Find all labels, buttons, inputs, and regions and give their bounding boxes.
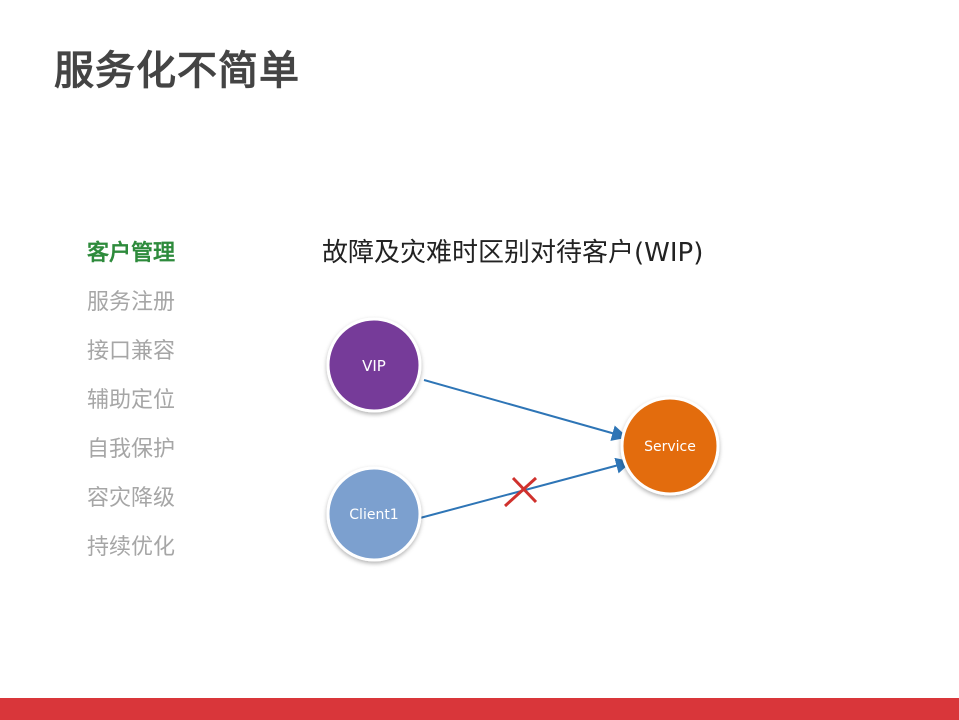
service-node — [620, 396, 720, 496]
slide-title: 服务化不简单 — [54, 48, 300, 94]
topic-item: 接口兼容 — [87, 339, 176, 364]
topic-item: 容灾降级 — [87, 486, 176, 511]
topic-item: 持续优化 — [87, 535, 176, 560]
blocked-cross-icon — [503, 476, 538, 508]
topic-item-active: 客户管理 — [87, 241, 176, 266]
footer-bar — [0, 698, 959, 720]
topic-item: 服务注册 — [87, 290, 176, 315]
vip-to-service-arrow — [423, 379, 628, 441]
topic-item: 自我保护 — [87, 437, 176, 462]
diagram-title: 故障及灾难时区别对待客户(WIP) — [322, 238, 704, 268]
vip-label: VIP — [362, 357, 386, 375]
client-label: Client1 — [349, 507, 398, 523]
topic-list: 客户管理 服务注册 接口兼容 辅助定位 自我保护 容灾降级 持续优化 — [87, 238, 175, 581]
vip-node — [326, 317, 422, 413]
client-node — [326, 466, 422, 562]
service-label: Service — [644, 439, 696, 455]
topic-item: 辅助定位 — [87, 388, 176, 413]
